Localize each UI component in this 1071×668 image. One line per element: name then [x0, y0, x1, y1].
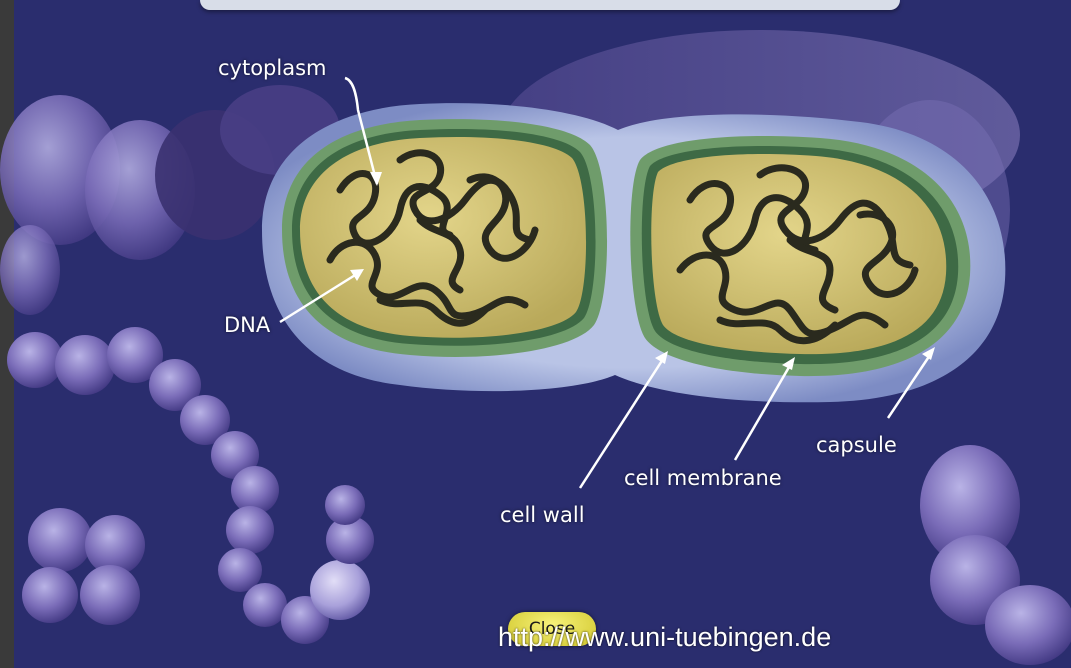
dividing-bacterium — [262, 103, 1005, 402]
dna-label: DNA — [224, 313, 270, 337]
cytoplasm-label: cytoplasm — [218, 56, 327, 80]
coccus-strand-bottom-right — [920, 445, 1071, 665]
source-watermark: http://www.uni-tuebingen.de — [498, 622, 831, 653]
coccus-cluster-bottom-left — [22, 508, 145, 625]
cell-wall-label: cell wall — [500, 503, 585, 527]
cell-membrane-label: cell membrane — [624, 466, 782, 490]
capsule-label: capsule — [816, 433, 897, 457]
